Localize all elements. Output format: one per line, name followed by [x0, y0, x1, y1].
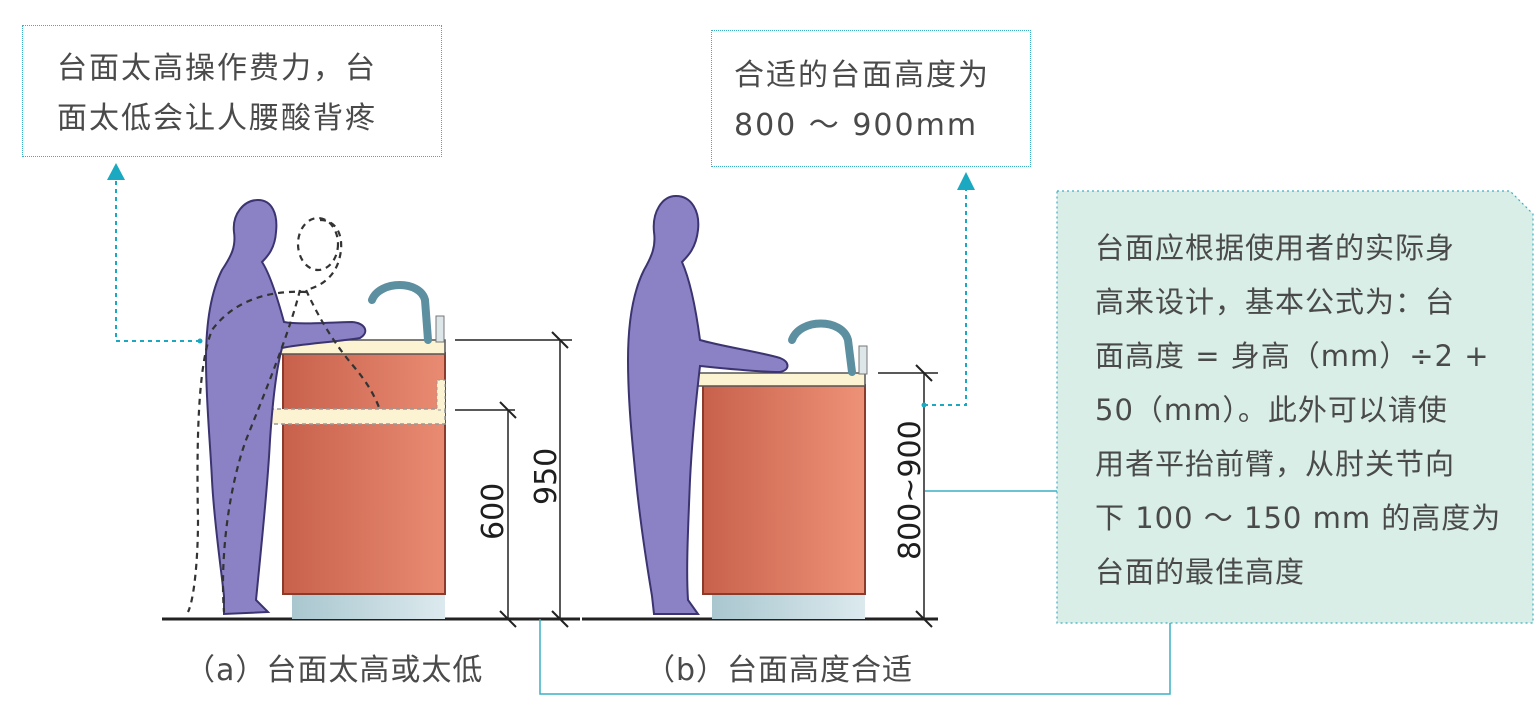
faucet-a: [368, 281, 432, 344]
caption-b: （b）台面高度合适: [645, 653, 914, 688]
formula-note-background: [1056, 190, 1534, 624]
note-formula-line-5: 用者平抬前臂，从肘关节向: [1095, 447, 1456, 481]
note-a-line-2: 面太低会让人腰酸背疼: [57, 101, 377, 136]
note-formula-line-4: 50（mm）。此外可以请使: [1095, 393, 1448, 427]
bracket-formula: [539, 619, 1171, 695]
note-formula-line-6: 下 100 ～ 150 mm 的高度为: [1095, 501, 1502, 535]
leader-note-a: [115, 178, 200, 342]
note-suitable-height: 合适的台面高度为 800 ～ 900mm: [711, 30, 1031, 167]
person-a-bending-dashed: [186, 218, 382, 613]
leader-arrow-a: [107, 163, 125, 180]
note-a-line-1: 台面太高操作费力，台: [57, 51, 377, 86]
leader-note-b: [924, 190, 967, 406]
note-formula-line-3: 面高度 = 身高（mm）÷2 +: [1095, 339, 1490, 373]
person-b: [626, 194, 789, 615]
note-formula-line-1: 台面应根据使用者的实际身: [1095, 231, 1456, 265]
dimension-label-600: 600: [476, 483, 511, 540]
cabinet-plinth-b: [712, 594, 865, 619]
dimension-label-800-900: 800~900: [893, 420, 928, 560]
note-b-line-2: 800 ～ 900mm: [734, 108, 979, 143]
note-b-line-1: 合适的台面高度为: [734, 58, 990, 93]
scene-b: 800~900: [582, 194, 938, 628]
note-formula-line-7: 台面的最佳高度: [1095, 555, 1306, 589]
countertop-b: [689, 372, 866, 387]
cabinet-plinth-a: [292, 594, 445, 619]
cabinet-b: [702, 384, 866, 595]
caption-a: （a）台面太高或太低: [185, 653, 484, 688]
dimension-label-950: 950: [529, 448, 564, 505]
person-a: [204, 198, 367, 616]
note-formula: 台面应根据使用者的实际身 高来设计，基本公式为：台 面高度 = 身高（mm）÷2…: [1057, 191, 1533, 623]
note-too-high-or-low: 台面太高操作费力，台 面太低会让人腰酸背疼: [22, 25, 442, 157]
note-formula-line-2: 高来设计，基本公式为：台: [1095, 285, 1456, 319]
leader-arrow-b: [957, 172, 975, 190]
countertop-low-a: [269, 408, 446, 425]
faucet-b: [788, 319, 856, 376]
cabinet-a: [282, 352, 446, 595]
scene-a: 600 950: [162, 198, 580, 628]
